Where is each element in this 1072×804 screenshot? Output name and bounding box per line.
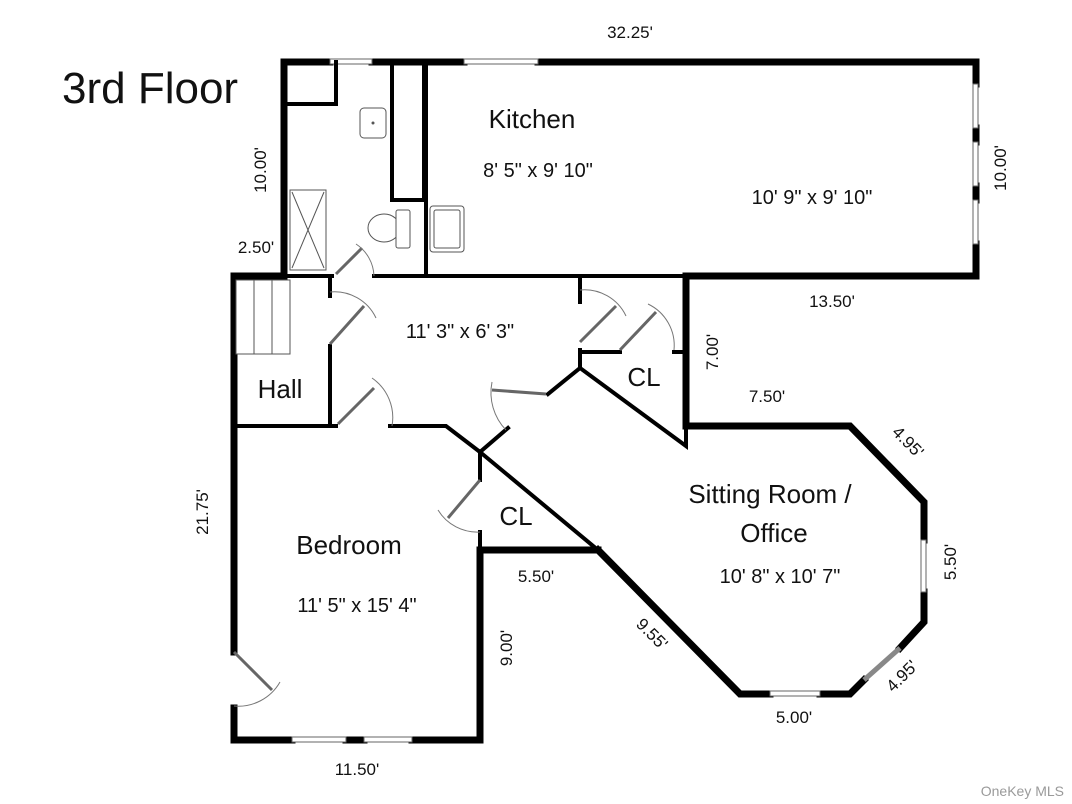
room-labels: Kitchen 8' 5" x 9' 10" 10' 9" x 9' 10" 1… xyxy=(258,104,873,617)
dim-notch-side: 7.00' xyxy=(703,334,722,370)
hallway-size: 11' 3" x 6' 3" xyxy=(406,321,514,343)
sitting-room-label-2: Office xyxy=(740,518,807,548)
bedroom-size: 11' 5" x 15' 4" xyxy=(297,595,416,617)
dim-notch-bottom: 7.50' xyxy=(749,387,785,406)
toilet-icon xyxy=(367,213,401,243)
dim-right-upper: 10.00' xyxy=(991,145,1010,191)
measurements: 32.25' 10.00' 2.50' 10.00' 13.50' 7.00' … xyxy=(193,23,1010,779)
sitting-room-size: 10' 8" x 10' 7" xyxy=(720,566,841,588)
dim-left-upper: 10.00' xyxy=(251,147,270,193)
dim-left-step: 2.50' xyxy=(238,238,274,257)
dim-left-lower: 21.75' xyxy=(193,489,212,535)
closet-label-1: CL xyxy=(627,362,660,392)
dim-bed-east: 9.00' xyxy=(497,630,516,666)
dim-sit-ne: 4.95' xyxy=(888,423,927,462)
closet-label-2: CL xyxy=(499,501,532,531)
kitchen-size: 8' 5" x 9' 10" xyxy=(483,160,593,182)
dim-notch-top: 13.50' xyxy=(809,292,855,311)
dim-bed-south: 11.50' xyxy=(335,760,380,779)
hall-label: Hall xyxy=(258,374,303,404)
dim-sit-se: 4.95' xyxy=(883,657,922,696)
floor-title: 3rd Floor xyxy=(62,64,238,113)
doors xyxy=(232,243,675,707)
interior-walls xyxy=(232,60,688,553)
kitchen-ext-size: 10' 9" x 9' 10" xyxy=(752,187,873,209)
sitting-room-label: Sitting Room / xyxy=(688,479,852,509)
bathroom-fixtures xyxy=(289,107,465,271)
exterior-walls xyxy=(230,58,980,744)
dim-sit-east: 5.50' xyxy=(941,544,960,580)
bedroom-label: Bedroom xyxy=(296,530,402,560)
kitchen-label: Kitchen xyxy=(489,104,576,134)
dim-closet-bottom: 5.50' xyxy=(518,567,554,586)
windows xyxy=(291,58,979,743)
dim-sit-south: 5.00' xyxy=(776,708,812,727)
dim-top: 32.25' xyxy=(607,23,653,42)
watermark: OneKey MLS xyxy=(981,783,1064,799)
stairs xyxy=(235,279,291,355)
